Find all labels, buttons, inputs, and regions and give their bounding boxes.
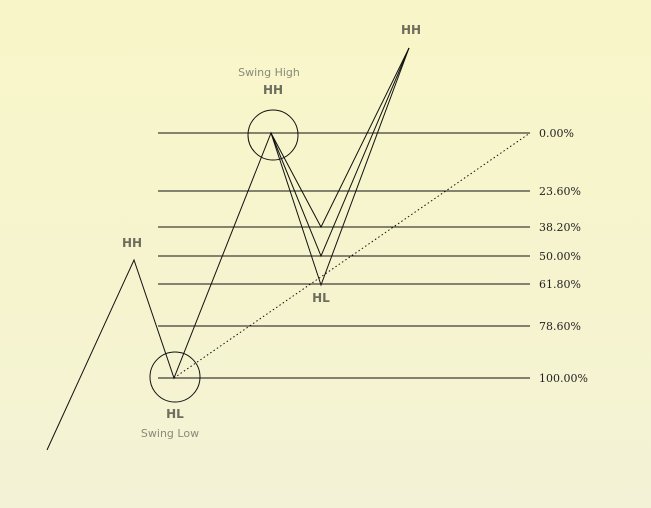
- fib-label-50: 50.00%: [539, 250, 581, 263]
- fib-label-0: 0.00%: [539, 127, 574, 140]
- label-hl-mid: HL: [312, 291, 330, 305]
- fib-label-78-6: 78.60%: [539, 320, 581, 333]
- fib-level-lines: [158, 132, 530, 379]
- price-path-alt-50: [270, 47, 410, 258]
- fib-label-23-6: 23.60%: [539, 185, 581, 198]
- price-path-main: [46, 47, 410, 451]
- label-hl-bottom: HL: [166, 407, 184, 421]
- price-path-alt-38: [270, 47, 410, 229]
- label-hh-left: HH: [122, 236, 142, 250]
- fib-level-labels: 0.00% 23.60% 38.20% 50.00% 61.80% 78.60%…: [539, 127, 588, 385]
- label-swing-high: Swing High: [238, 66, 300, 79]
- label-swing-low: Swing Low: [141, 427, 199, 440]
- dotted-trend-line: [173, 132, 531, 379]
- fib-label-61-8: 61.80%: [539, 278, 581, 291]
- swing-high-circle: [247, 109, 299, 161]
- fib-label-38-2: 38.20%: [539, 221, 581, 234]
- swing-low-circle: [149, 351, 201, 403]
- label-hh-swing-high: HH: [263, 83, 283, 97]
- fib-label-100: 100.00%: [539, 372, 588, 385]
- label-hh-top: HH: [401, 23, 421, 37]
